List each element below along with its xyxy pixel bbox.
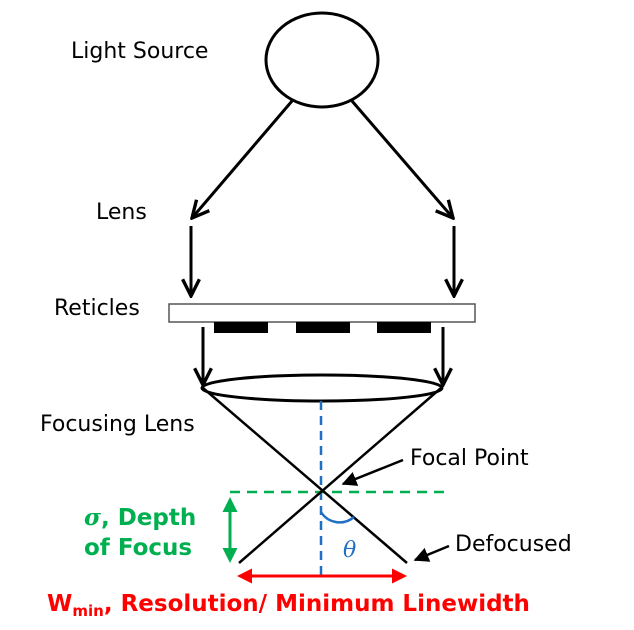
focal-point-label: Focal Point [410,446,529,471]
focusing-lens-label: Focusing Lens [40,412,195,437]
resolution-symbol: W [47,591,73,617]
lens-label: Lens [96,200,147,225]
ray-left-diagonal [192,100,294,218]
converging-ray-left [202,387,408,564]
resolution-subscript: min [72,602,104,620]
depth-of-focus-label: σ, Depth of Focus [84,503,196,563]
sigma-symbol: σ [84,504,101,531]
reticle-plate [168,303,476,323]
focal-point-pointer [341,458,404,486]
converging-ray-right [238,387,442,564]
defocused-pointer [413,544,450,562]
depth-label-line2: of Focus [84,535,193,561]
focusing-lens-shape [200,373,444,403]
light-source-shape [264,11,380,109]
depth-label-line1: , Depth [100,505,197,531]
reticles-label: Reticles [54,296,140,321]
light-source-label: Light Source [71,39,209,64]
resolution-label: Wmin, Resolution/ Minimum Linewidth [47,593,530,619]
resolution-text: , Resolution/ Minimum Linewidth [103,591,530,617]
reticle-pattern-1 [214,322,268,333]
defocused-label: Defocused [455,532,572,557]
reticle-pattern-3 [377,322,431,333]
theta-arc [319,511,355,524]
ray-right-diagonal [350,100,453,218]
theta-label: θ [343,538,357,563]
reticle-pattern-2 [296,322,350,333]
